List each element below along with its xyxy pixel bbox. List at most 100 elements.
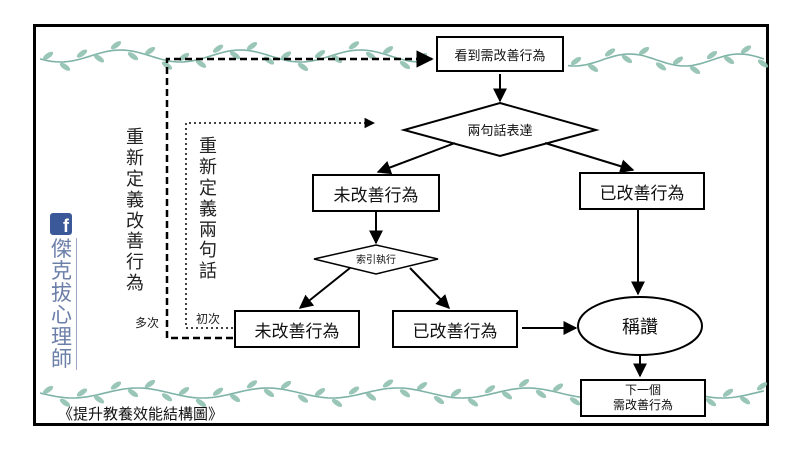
vine-leaf [178, 52, 190, 61]
dotted-loop-first-time [185, 117, 376, 329]
vine-leaf [59, 62, 71, 71]
vine-leaf [144, 379, 156, 388]
vine-leaf [467, 398, 479, 407]
vine-leaf [161, 393, 173, 402]
vine-leaf [739, 396, 751, 405]
arrow-guided-to-improved [409, 267, 450, 310]
vine-leaf [433, 396, 445, 405]
vine-leaf [416, 52, 428, 62]
not-improved-node-1: 未改善行為 [312, 174, 440, 212]
vine-leaf [331, 398, 343, 407]
not-improved-label-2: 未改善行為 [254, 321, 340, 342]
vine-leaf [399, 389, 411, 398]
vine-leaf [263, 388, 275, 398]
facebook-icon: f [50, 213, 72, 235]
vine-leaf [59, 398, 71, 407]
vine-leaf [348, 386, 360, 395]
arrow-guided-to-not-improved [298, 267, 351, 309]
vine-leaf [705, 398, 717, 407]
vine-stem [39, 49, 425, 63]
vine-leaf [723, 55, 735, 65]
vine-stem [567, 53, 765, 67]
arrow-diamond-to-improved [544, 142, 635, 173]
vine-leaf [706, 50, 718, 60]
vine-leaf [93, 54, 105, 63]
vine-leaf [127, 52, 139, 61]
vine-leaf [535, 389, 547, 399]
not-improved-label-1: 未改善行為 [333, 185, 419, 206]
next-behavior-line1: 下一個 [624, 383, 661, 397]
vine-leaf [195, 59, 207, 68]
vine-leaf [399, 61, 411, 70]
guided-execution-label: 索引執行 [356, 253, 396, 266]
vine-leaf [195, 398, 207, 408]
vine-decoration-top-right [567, 45, 769, 75]
vine-leaf [756, 382, 768, 391]
dashed-loop-many-times [165, 50, 434, 340]
not-improved-node-2: 未改善行為 [234, 310, 360, 348]
vine-leaf [365, 392, 377, 401]
vine-leaf [569, 397, 581, 406]
vine-leaf [161, 61, 173, 70]
guided-execution-diamond [313, 244, 439, 275]
vine-leaf [621, 55, 633, 64]
vine-leaf [280, 380, 292, 389]
vine-leaf [518, 379, 530, 388]
vine-leaf [212, 387, 224, 396]
vine-leaf [76, 49, 88, 58]
improved-label-2: 已改善行為 [412, 321, 498, 342]
improved-node-1: 已改善行為 [579, 172, 705, 210]
see-behavior-node: 看到需改善行為 [436, 36, 564, 72]
vine-leaf [416, 382, 428, 391]
redefine-change-label: 重新定義改善行為 [126, 127, 144, 295]
improved-node-2: 已改善行為 [392, 310, 518, 348]
arrow-diamond-to-not-improved [376, 142, 456, 175]
watermark-rule [76, 238, 77, 370]
vine-leaf [280, 51, 292, 60]
vine-leaf [127, 389, 139, 398]
watermark-name: 傑克拔心理師 [51, 237, 72, 372]
improved-label-1: 已改善行為 [599, 183, 685, 204]
redefine-two-sentences-label: 重新定義兩句話 [199, 136, 217, 283]
vine-leaf [93, 395, 105, 404]
facebook-glyph: f [63, 216, 69, 236]
two-sentences-label: 兩句話表達 [467, 123, 532, 139]
vine-leaf [740, 45, 752, 54]
vine-leaf [144, 46, 156, 55]
vine-leaf [570, 56, 582, 66]
vine-leaf [689, 65, 701, 75]
vine-leaf [382, 46, 394, 55]
vine-leaf [382, 379, 394, 388]
vine-leaf [178, 387, 190, 396]
vine-leaf [552, 383, 564, 392]
diagram-frame [33, 24, 769, 426]
vine-leaf [314, 388, 326, 397]
vine-leaf [604, 48, 616, 57]
vine-leaf [212, 44, 224, 53]
first-time-label: 初次 [196, 312, 221, 326]
vine-leaf [246, 380, 258, 389]
see-behavior-label: 看到需改善行為 [454, 48, 546, 64]
vine-leaf [331, 54, 343, 64]
vine-leaf [314, 50, 326, 59]
vine-leaf [450, 388, 462, 397]
next-behavior-node: 下一個 需改善行為 [580, 379, 706, 417]
vine-leaf [42, 385, 54, 394]
vine-leaf [110, 41, 122, 50]
many-times-label: 多次 [135, 316, 160, 330]
vine-leaf [587, 63, 599, 72]
vine-leaf [638, 46, 650, 55]
praise-ellipse [577, 296, 703, 356]
vine-leaf [42, 51, 54, 60]
vine-leaf [501, 391, 513, 400]
vine-leaf [229, 51, 241, 60]
vine-decoration-top [39, 41, 428, 71]
two-sentences-diamond [400, 101, 600, 158]
vine-leaf [655, 62, 667, 71]
vine-leaf [722, 388, 734, 397]
vine-leaf [110, 381, 122, 390]
vine-leaf [348, 41, 360, 50]
vine-leaf [229, 393, 241, 403]
vine-leaf [672, 56, 684, 65]
